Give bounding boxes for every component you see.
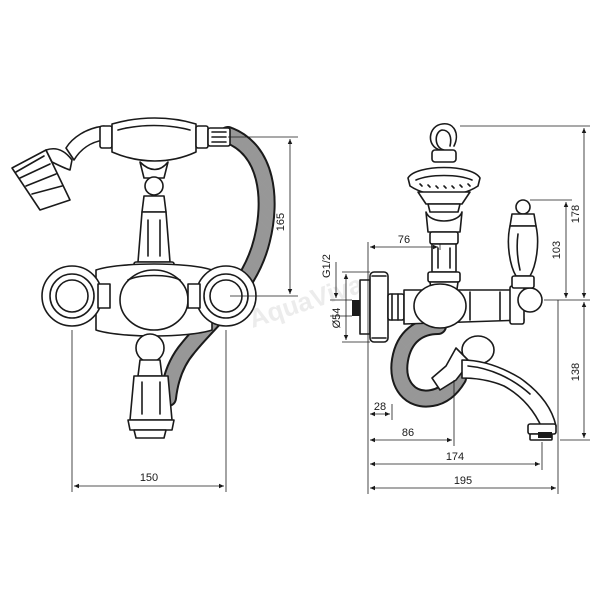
dim-d54-label: Ø54: [331, 308, 343, 329]
side-view: 76 G1/2 Ø54 28 86 174: [321, 123, 590, 494]
dim-165-label: 165: [275, 213, 287, 231]
front-spout: [127, 333, 175, 439]
dim-178-label: 178: [570, 205, 582, 223]
dim-150-label: 150: [140, 472, 158, 484]
front-shower-head: [11, 125, 105, 211]
front-view: 150 165: [11, 117, 298, 492]
dim-174-label: 174: [446, 451, 464, 463]
front-dimensions: 150 165: [71, 136, 298, 492]
side-shower-head: [407, 123, 481, 213]
dim-g12-label: G1/2: [321, 254, 333, 278]
front-body: [41, 263, 257, 337]
side-spout: [431, 335, 557, 441]
dim-76-label: 76: [398, 234, 410, 246]
dim-28-label: 28: [374, 401, 386, 413]
dim-195-label: 195: [454, 475, 472, 487]
side-dimensions: 76 G1/2 Ø54 28 86 174: [321, 125, 590, 494]
dim-86-label: 86: [402, 427, 414, 439]
front-handset: [99, 117, 231, 162]
watermark: AquaViva: [245, 269, 367, 334]
dim-138-label: 138: [570, 363, 582, 381]
side-lever: [507, 199, 539, 289]
side-wall-flange: [352, 271, 405, 343]
side-body: [403, 283, 543, 329]
side-handset: [425, 211, 463, 297]
dim-103-label: 103: [551, 241, 563, 259]
front-cradle: [133, 161, 175, 273]
